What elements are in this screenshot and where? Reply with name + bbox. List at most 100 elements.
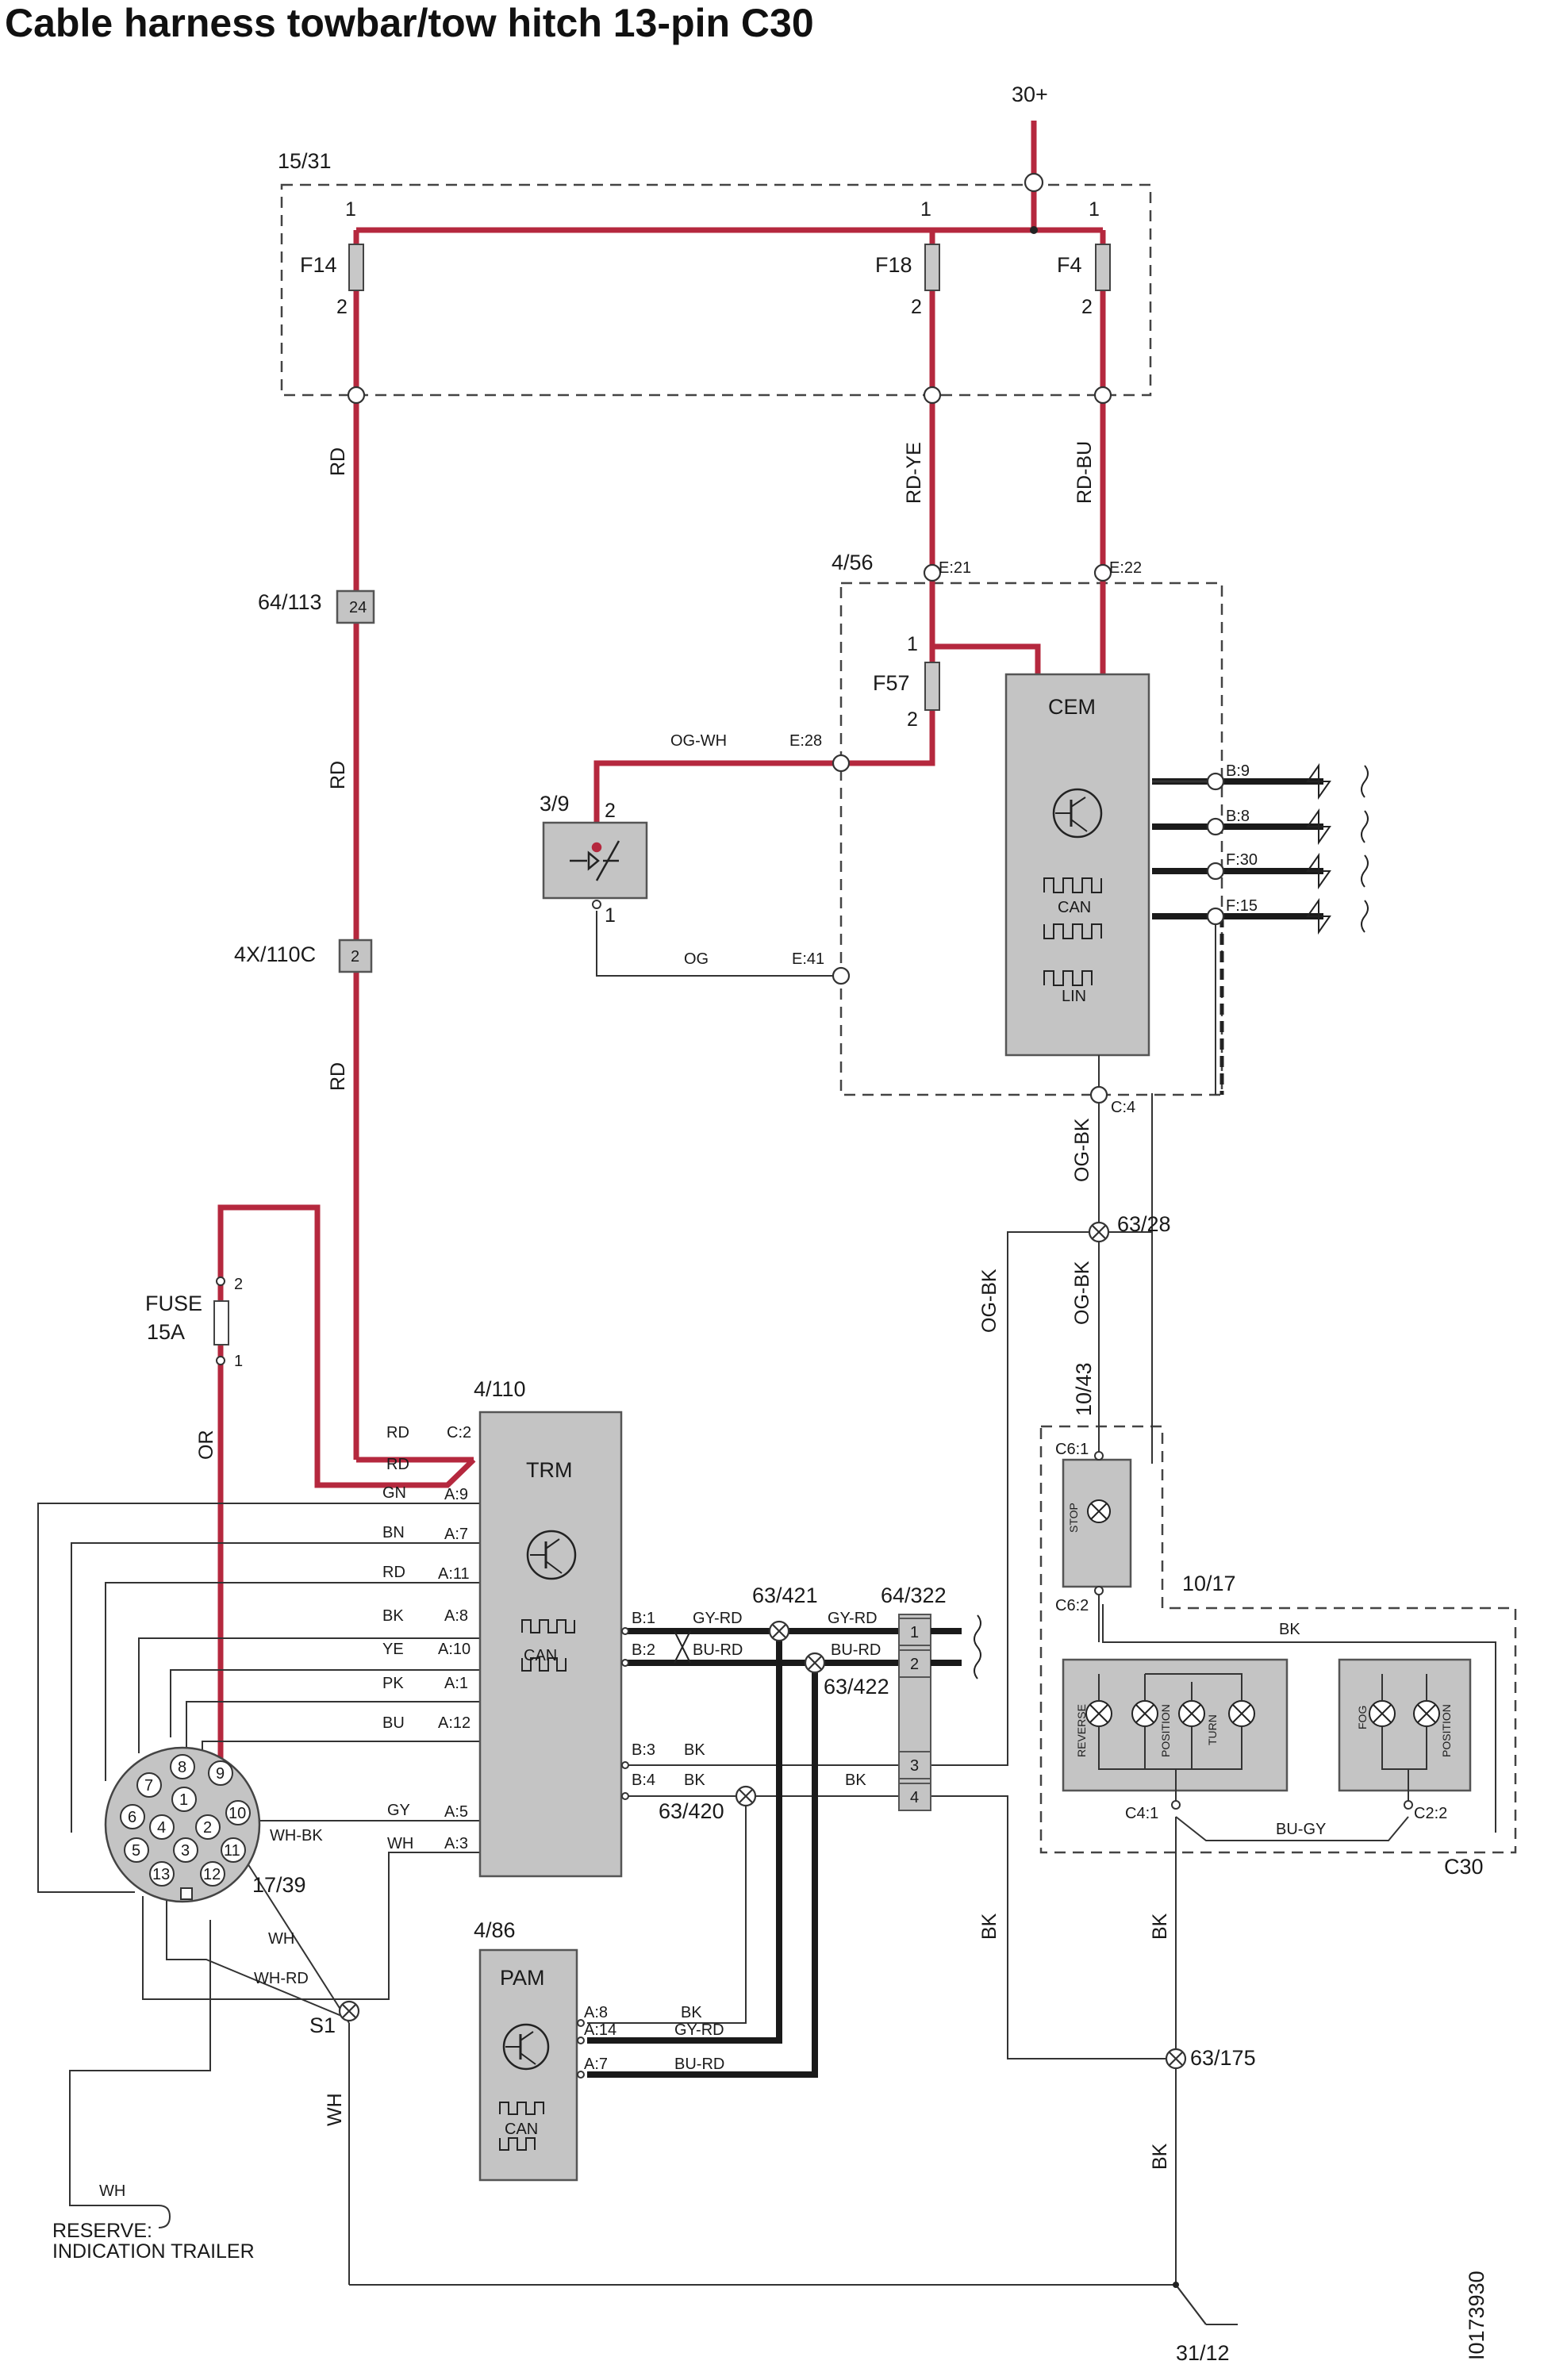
supply-label: 30+ <box>1012 83 1048 106</box>
connector-64-113-ref: 64/113 <box>258 590 322 614</box>
reserve-label: RESERVE: <box>52 2220 152 2242</box>
cem-twist-icons <box>1306 762 1369 935</box>
stop-lamp-ref: 10/43 <box>1072 1362 1096 1416</box>
svg-text:5: 5 <box>132 1842 140 1860</box>
c3-pin-2: 2 <box>910 1656 919 1673</box>
svg-text:B:9: B:9 <box>1226 762 1250 780</box>
svg-text:1: 1 <box>605 904 616 927</box>
svg-text:B:1: B:1 <box>632 1610 655 1627</box>
svg-text:A:11: A:11 <box>438 1565 470 1583</box>
svg-text:OG-BK: OG-BK <box>1071 1118 1093 1182</box>
pam-can-signal-icon <box>499 2102 544 2151</box>
cem-fuse <box>924 662 940 711</box>
svg-text:12: 12 <box>203 1866 221 1883</box>
svg-text:3: 3 <box>181 1842 190 1860</box>
svg-text:GN: GN <box>382 1484 406 1502</box>
cem-ref: 4/56 <box>832 551 874 574</box>
svg-text:13: 13 <box>152 1866 170 1883</box>
fusebox-outline <box>280 183 1152 397</box>
svg-text:2: 2 <box>336 296 348 318</box>
switch-3-9 <box>542 821 648 900</box>
svg-text:BU-RD: BU-RD <box>693 1641 743 1659</box>
svg-text:RD-YE: RD-YE <box>903 442 925 504</box>
svg-text:F:30: F:30 <box>1226 851 1258 869</box>
connector-64-113-pin: 24 <box>349 599 367 616</box>
connector-4x-110c-pin: 2 <box>351 948 359 965</box>
c3-pin-1: 1 <box>910 1624 919 1641</box>
switch-ref: 3/9 <box>540 792 570 816</box>
svg-text:8: 8 <box>178 1759 186 1776</box>
trm-can-label: CAN <box>524 1647 557 1664</box>
lamp-label-reverse: REVERSE <box>1075 1704 1088 1757</box>
pam-transistor-icon <box>502 2023 550 2071</box>
fuse-f4 <box>1095 244 1111 291</box>
cem-outline <box>839 582 1223 1096</box>
svg-text:RD: RD <box>386 1456 409 1473</box>
splice-63-175-label: 63/175 <box>1190 2046 1256 2070</box>
svg-text:7: 7 <box>144 1777 153 1795</box>
svg-text:1: 1 <box>179 1791 188 1809</box>
fuse15-rating: 15A <box>147 1320 185 1344</box>
pam-ref: 4/86 <box>474 1918 516 1942</box>
connector-64-322-ref: 64/322 <box>881 1583 947 1607</box>
svg-text:4: 4 <box>157 1819 166 1837</box>
trm-transistor-icon <box>526 1530 577 1580</box>
pam-box <box>478 1948 578 2182</box>
svg-text:11: 11 <box>224 1842 240 1860</box>
socket-13-pin <box>104 1746 261 1903</box>
svg-text:1: 1 <box>234 1353 243 1370</box>
trm-pin-dots <box>621 1627 629 1800</box>
trm-ref: 4/110 <box>474 1377 526 1401</box>
pam-name: PAM <box>500 1966 545 1990</box>
svg-text:GY-RD: GY-RD <box>693 1610 743 1627</box>
svg-text:OG-BK: OG-BK <box>1071 1261 1093 1325</box>
svg-text:1: 1 <box>345 198 356 221</box>
svg-text:1: 1 <box>1089 198 1100 221</box>
cem-box <box>1004 673 1150 1057</box>
rear-lamp-inner-wires <box>1098 1673 1427 1801</box>
svg-text:BU-RD: BU-RD <box>831 1641 881 1659</box>
svg-text:BK: BK <box>382 1607 404 1625</box>
svg-text:BU-RD: BU-RD <box>674 2056 724 2073</box>
svg-text:OR: OR <box>195 1430 217 1461</box>
svg-text:GY: GY <box>387 1802 410 1819</box>
splice-s1-label: S1 <box>309 2013 336 2037</box>
svg-text:BK: BK <box>681 2004 702 2021</box>
reserve-hook <box>158 2205 171 2228</box>
fuse-f14 <box>348 244 364 291</box>
fuse-f14-label: F14 <box>300 253 337 277</box>
svg-text:A:7: A:7 <box>444 1526 468 1543</box>
ground-label: 31/12 <box>1176 2341 1230 2365</box>
svg-text:OG-WH: OG-WH <box>670 732 727 750</box>
socket-pin-labels: 8 9 7 1 6 10 4 2 5 3 11 13 12 <box>128 1759 246 1883</box>
lamp-label-turn: TURN <box>1206 1714 1219 1745</box>
fuse-15a <box>213 1300 229 1345</box>
fuse-f18-label: F18 <box>875 253 912 277</box>
c3-break-icon <box>974 1614 981 1679</box>
svg-text:GY-RD: GY-RD <box>828 1610 878 1627</box>
splice-s1 <box>338 2000 360 2022</box>
splice-63-175 <box>1165 2048 1187 2070</box>
rear-lamp-outline <box>1039 1425 1517 1854</box>
svg-text:BK: BK <box>1149 2143 1171 2170</box>
lamp-label-fog: FOG <box>1356 1706 1369 1729</box>
svg-text:OG: OG <box>684 950 709 968</box>
svg-text:WH-BK: WH-BK <box>270 1827 323 1844</box>
svg-text:A:14: A:14 <box>584 2021 616 2039</box>
rear-lamp-model: C30 <box>1444 1855 1484 1879</box>
svg-text:A:9: A:9 <box>444 1486 468 1503</box>
stop-lamp-label: STOP <box>1067 1503 1080 1533</box>
figure-id: I0173930 <box>1465 2271 1488 2360</box>
trm-name: TRM <box>526 1458 572 1482</box>
svg-text:BK: BK <box>978 1913 1001 1940</box>
svg-text:C:2: C:2 <box>447 1424 471 1441</box>
fusebox <box>347 172 1112 405</box>
svg-text:9: 9 <box>216 1765 225 1783</box>
svg-text:YE: YE <box>382 1641 404 1658</box>
svg-text:C4:1: C4:1 <box>1125 1805 1158 1822</box>
svg-text:WH: WH <box>99 2182 125 2200</box>
diagram-title: Cable harness towbar/tow hitch 13-pin C3… <box>5 1 814 45</box>
bold-wires <box>587 778 1323 2078</box>
rear-bulbs <box>1085 1700 1440 1727</box>
svg-text:RD: RD <box>386 1424 409 1441</box>
